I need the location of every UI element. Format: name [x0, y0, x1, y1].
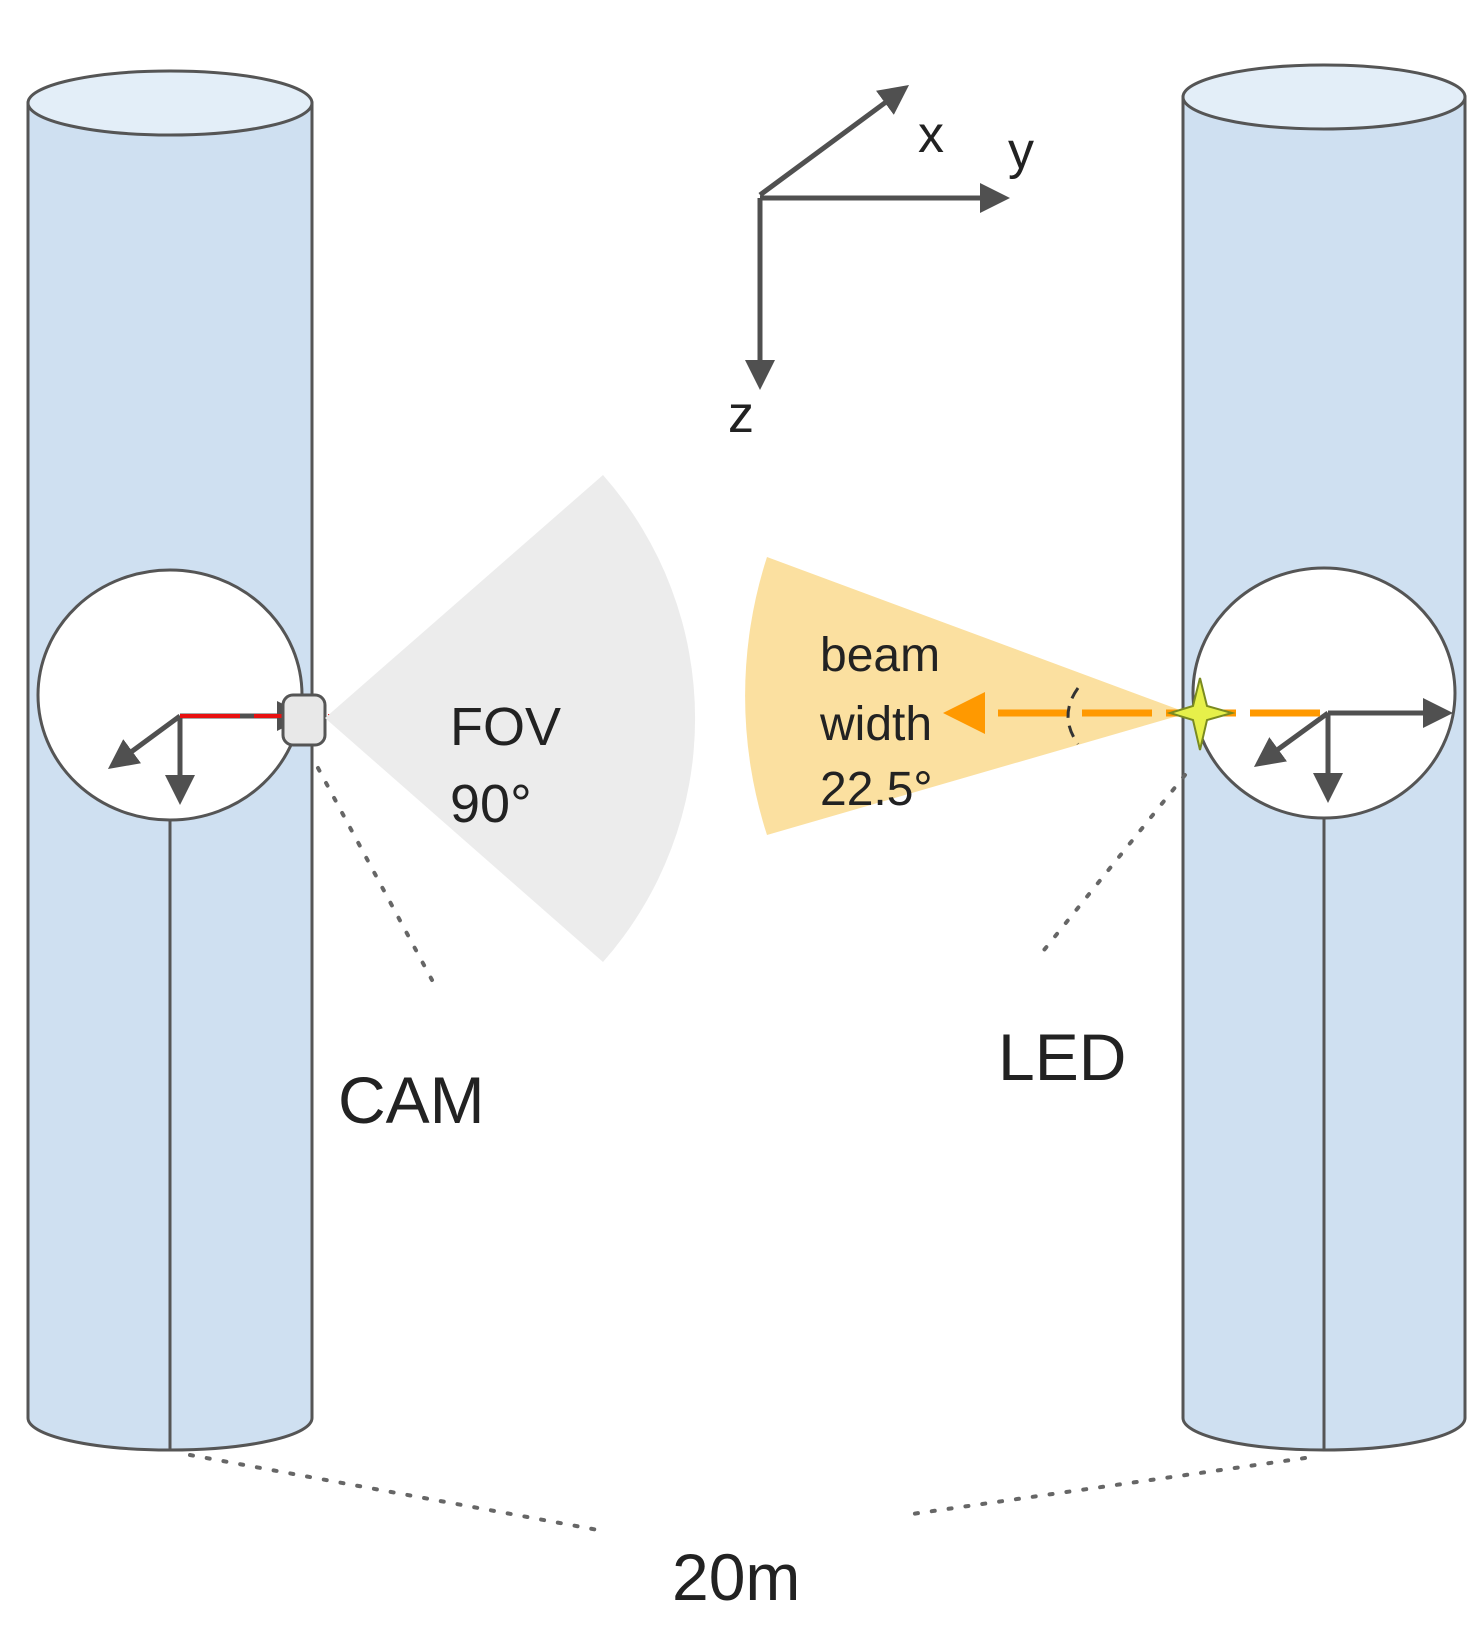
fov-cone	[325, 475, 696, 962]
right-cylinder-top	[1181, 63, 1467, 131]
axis-x-label: x	[918, 106, 944, 164]
camera-box	[281, 693, 327, 747]
left-cylinder-top	[26, 69, 314, 137]
axis-z-label: z	[728, 386, 754, 444]
cam-leader	[316, 766, 434, 982]
led-ray-break	[1066, 687, 1080, 745]
beam-label-line2: width	[819, 698, 932, 751]
distance-leader-left	[188, 1453, 600, 1532]
axis-y-label: y	[1008, 122, 1034, 180]
beam-label-line3: 22.5°	[820, 763, 933, 816]
right-local-axes	[1253, 698, 1453, 803]
right-cylinder	[1181, 63, 1467, 1452]
cam-label: CAM	[338, 1063, 485, 1137]
beam-cone	[745, 557, 1188, 835]
axis-x-arrow	[758, 85, 910, 198]
led-leader	[1038, 773, 1187, 957]
left-cylinder	[26, 69, 424, 1452]
led-label: LED	[998, 1020, 1126, 1094]
distance-leader-right	[903, 1456, 1307, 1517]
leader-lines	[188, 766, 1307, 1532]
right-sensor-sphere	[1191, 566, 1457, 820]
fov-label-line1: FOV	[450, 697, 561, 757]
led-star	[1166, 677, 1236, 751]
fov-label-line2: 90°	[450, 774, 532, 834]
global-axes: x y z	[728, 85, 1034, 444]
left-sensor-sphere	[36, 568, 304, 822]
beam-label-line1: beam	[820, 629, 940, 682]
distance-label: 20m	[672, 1540, 800, 1614]
